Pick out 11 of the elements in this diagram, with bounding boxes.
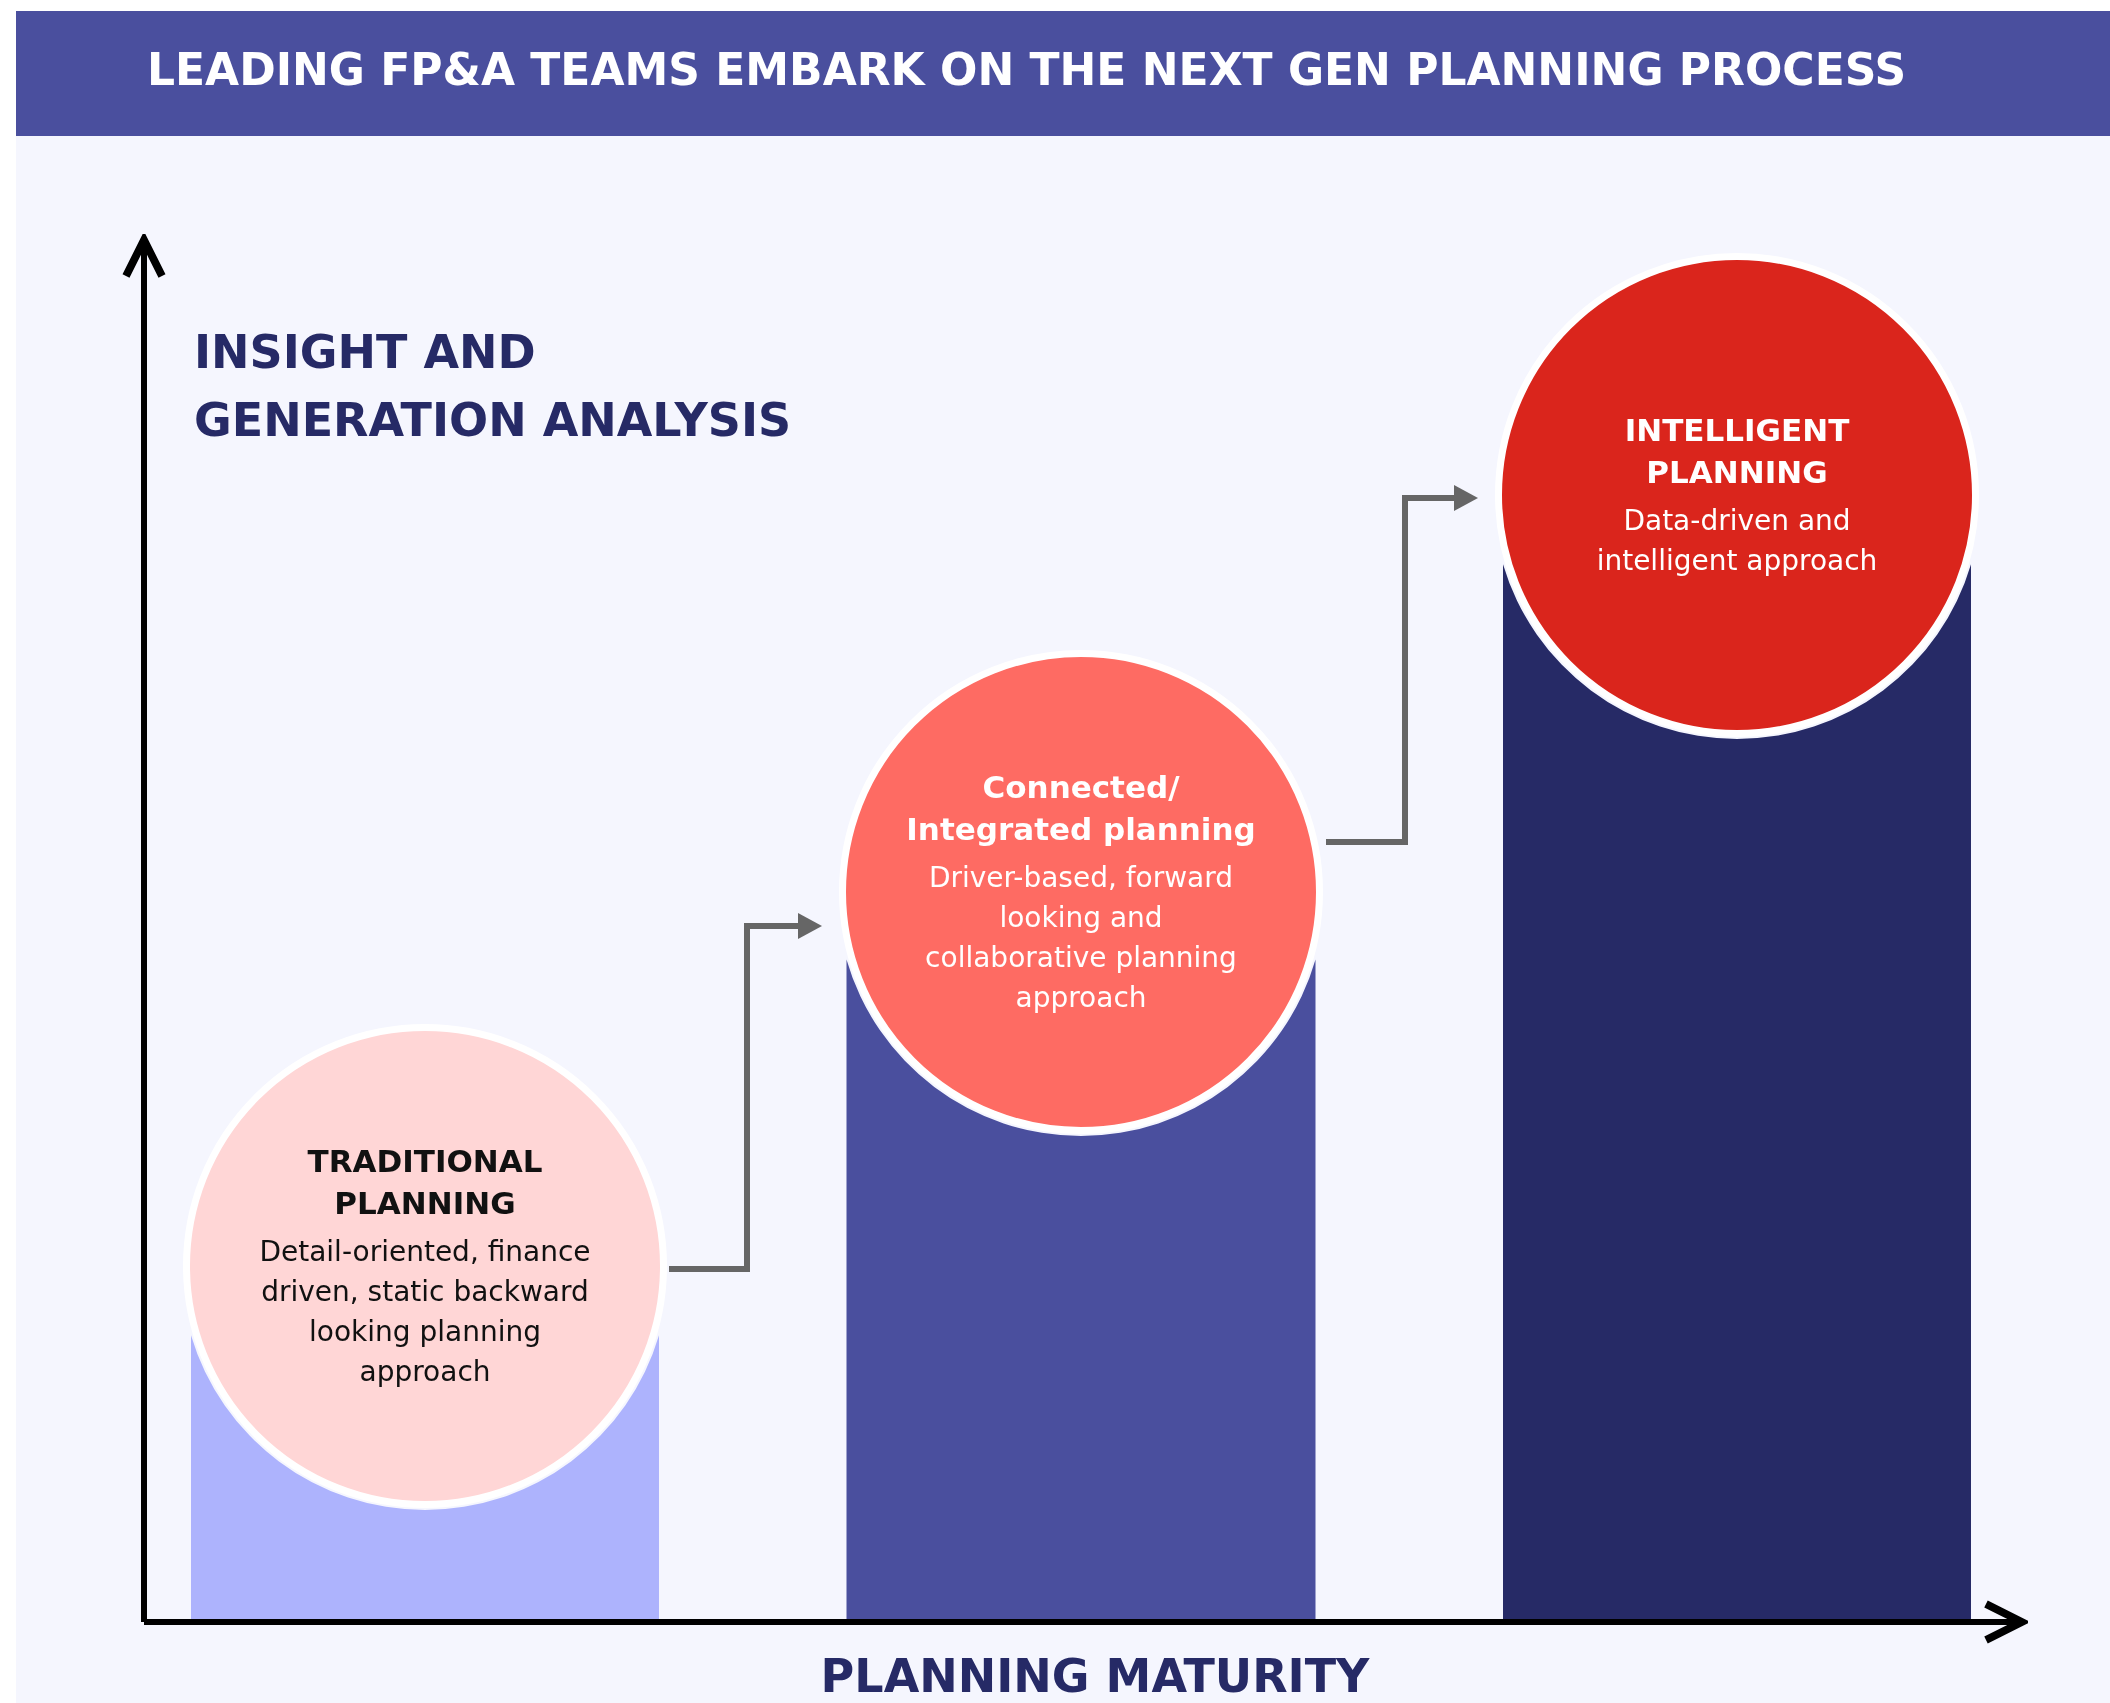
stage-description: Detail-oriented, finance driven, static backward looking planning approach — [258, 1234, 592, 1390]
title-text: LEADING FP&A TEAMS EMBARK ON THE NEXT GEN PLANNING PROCESS — [147, 44, 1907, 95]
stage-heading: Connected/ Integrated planning — [906, 768, 1256, 849]
stage-description: Driver-based, forward looking and collaborative planning approach — [924, 860, 1238, 1016]
axis-label: PLANNING MATURITY — [819, 1648, 1371, 1703]
stage-heading: INTELLIGENT PLANNING — [1623, 411, 1851, 492]
axis-label: INSIGHT AND GENERATION ANALYSIS — [194, 324, 793, 449]
stage-heading: TRADITIONAL PLANNING — [306, 1142, 544, 1223]
connector-arrow — [669, 913, 822, 1272]
connector-arrow — [1326, 485, 1478, 845]
stage-description: Data-driven and intelligent approach — [1595, 503, 1879, 579]
